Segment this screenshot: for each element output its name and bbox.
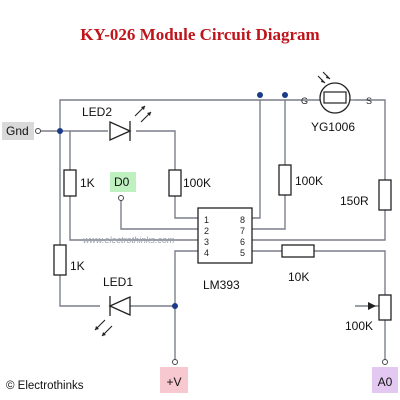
resistor-100k-mid-label: 100K: [295, 174, 323, 188]
junction-dot: [57, 128, 63, 134]
ic-pin-label: 8: [240, 215, 245, 225]
led2-label: LED2: [82, 105, 112, 119]
resistor-10k-label: 10K: [288, 270, 309, 284]
ic-pin-label: 6: [240, 237, 245, 247]
ic-pin-label: 4: [204, 248, 209, 258]
ic-pin-label: 2: [204, 226, 209, 236]
resistor-1k-bottom-label: 1K: [70, 259, 85, 273]
copyright-text: © Electrothinks: [6, 380, 84, 392]
phototransistor-yg1006: G S YG1006: [301, 71, 372, 134]
resistor-100k-left: [168, 169, 182, 197]
a0-terminal-pin: [382, 359, 388, 365]
vplus-terminal-box: [160, 367, 188, 393]
a0-terminal-box: [372, 367, 398, 393]
resistor-100k-left-label: 100K: [183, 176, 211, 190]
resistor-100k-mid: [278, 164, 292, 196]
resistor-1k-top: [63, 169, 77, 197]
vplus-terminal-label: +V: [166, 375, 181, 389]
resistor-150r-label: 150R: [340, 194, 369, 208]
ic-lm393: 1 2 3 4 8 7 6 5 LM393: [197, 207, 253, 292]
gnd-terminal-pin: [35, 128, 41, 134]
junction-dot: [257, 92, 263, 98]
pot-label: 100K: [345, 319, 373, 333]
gnd-terminal-box: [2, 122, 34, 140]
d0-terminal-box: [110, 172, 136, 192]
ic-pin-label: 1: [204, 215, 209, 225]
resistor-10k: [281, 244, 315, 258]
potentiometer-100k: 100K: [345, 294, 392, 333]
ic-pin-label: 7: [240, 226, 245, 236]
vplus-terminal-pin: [172, 359, 178, 365]
a0-terminal-label: A0: [378, 375, 393, 389]
sensor-g-label: G: [301, 96, 308, 106]
d0-terminal-label: D0: [114, 175, 130, 189]
led1: LED1: [94, 275, 133, 337]
sensor-label: YG1006: [311, 120, 355, 134]
watermark: www.electrothinks.com: [83, 235, 175, 245]
junction-dot: [282, 92, 288, 98]
led1-label: LED1: [103, 275, 133, 289]
ic-pin-label: 3: [204, 237, 209, 247]
ic-label: LM393: [203, 278, 240, 292]
ic-pin-label: 5: [240, 248, 245, 258]
gnd-terminal-label: Gnd: [6, 124, 29, 138]
resistor-150r: [378, 179, 392, 211]
resistor-1k-top-label: 1K: [80, 176, 95, 190]
resistor-1k-bottom: [53, 244, 67, 276]
sensor-s-label: S: [366, 96, 372, 106]
led2: LED2: [82, 105, 152, 142]
junction-dot: [172, 303, 178, 309]
diagram-title: KY-026 Module Circuit Diagram: [80, 25, 319, 44]
d0-terminal-pin: [118, 195, 124, 201]
